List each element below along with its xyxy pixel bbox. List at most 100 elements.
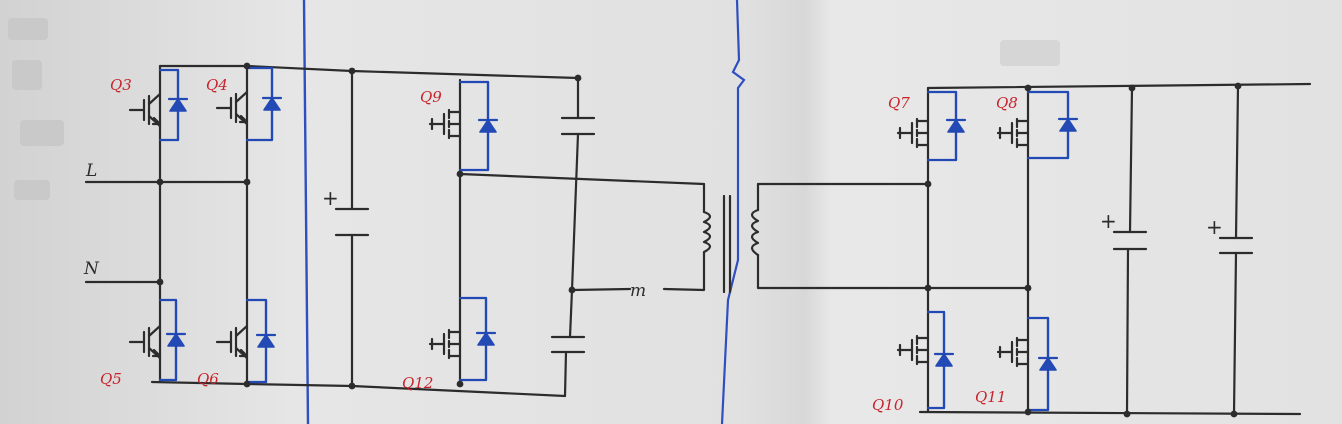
switch-label-q11: Q11 — [975, 388, 1006, 406]
mosfet-terminals — [915, 119, 930, 147]
switch-label-q4: Q4 — [206, 76, 228, 94]
wire-segment — [458, 172, 706, 186]
igbt-gate — [128, 98, 146, 122]
mosfet-symbol — [996, 117, 1030, 149]
diode-triangle — [479, 119, 497, 133]
mosfet-terminals — [1015, 338, 1030, 366]
wire-segment — [570, 287, 632, 292]
switch-label-q6: Q6 — [197, 370, 219, 388]
input-label-neutral: N — [83, 259, 100, 279]
wire-segment — [1234, 84, 1240, 240]
mosfet-symbol — [428, 328, 462, 360]
diode-triangle — [1059, 118, 1077, 132]
diode-triangle — [257, 334, 275, 348]
igbt-arrow — [151, 348, 162, 358]
switch-label-q10: Q10 — [872, 396, 904, 414]
diode-symbol — [475, 296, 497, 382]
junction-dot — [1024, 284, 1032, 292]
wire-segment — [150, 380, 567, 398]
junction-dot — [924, 284, 932, 292]
mosfet-symbol — [896, 117, 930, 149]
fold-line-left — [302, 0, 310, 424]
mosfet-terminals — [447, 330, 462, 358]
junction-dot — [348, 382, 356, 390]
igbt-gate — [215, 96, 233, 120]
capacitor-polarity-mark: + — [322, 186, 339, 210]
mosfet-terminals — [1015, 119, 1030, 147]
switch-label-q8: Q8 — [996, 94, 1018, 112]
igbt-arrow — [151, 116, 162, 126]
input-label-line: L — [85, 161, 97, 181]
junction-dot — [243, 380, 251, 388]
diode-triangle — [263, 97, 281, 111]
junction-dot — [243, 178, 251, 186]
switch-label-q5: Q5 — [100, 370, 122, 388]
diode-symbol — [255, 298, 277, 384]
wire-segment — [1128, 86, 1134, 234]
wire-segment — [926, 82, 1312, 90]
switch-label-q7: Q7 — [888, 94, 910, 112]
transformer-core — [722, 194, 732, 294]
transformer-primary-winding — [702, 210, 712, 256]
junction-dot — [1024, 408, 1032, 416]
diode-triangle — [477, 332, 495, 346]
junction-dots — [156, 62, 1242, 418]
switch-label-q3: Q3 — [110, 76, 132, 94]
transformer-secondary-winding — [750, 208, 760, 257]
switch-label-q9: Q9 — [420, 88, 442, 106]
wire-segment — [563, 350, 568, 398]
junction-dot — [1230, 410, 1238, 418]
junction-dot — [156, 178, 164, 186]
diode-triangle — [935, 353, 953, 367]
junction-dot — [1234, 82, 1242, 90]
igbt-symbol — [215, 324, 249, 360]
transformer — [702, 194, 760, 294]
mosfet-terminals — [915, 336, 930, 364]
fold-line-right — [720, 0, 746, 424]
diode-triangle — [947, 119, 965, 133]
junction-dot — [1123, 410, 1131, 418]
diode-triangle — [169, 98, 187, 112]
junction-dot — [456, 170, 464, 178]
wire-segment — [1125, 247, 1130, 416]
diode-triangle — [167, 333, 185, 347]
diode-symbol — [261, 66, 283, 142]
junction-dot — [924, 180, 932, 188]
component-layer: + + + m — [128, 66, 1254, 412]
mosfet-symbol — [896, 334, 930, 366]
igbt-arrow — [238, 114, 249, 124]
igbt-gate — [128, 330, 146, 354]
resonant-capacitor-top — [560, 116, 596, 136]
wire-segment — [662, 252, 706, 292]
output-capacitor-2: + — [1206, 215, 1254, 255]
diode-symbol — [165, 298, 187, 382]
diode-symbol — [1037, 316, 1059, 412]
junction-dot — [1024, 84, 1032, 92]
junction-dot — [568, 286, 576, 294]
wire-segment — [1232, 251, 1238, 416]
diode-symbol — [167, 68, 189, 142]
junction-dot — [574, 74, 582, 82]
junction-dot — [156, 278, 164, 286]
capacitor-polarity-mark: + — [1100, 209, 1117, 233]
mosfet-terminals — [447, 110, 462, 138]
mosfet-symbol — [428, 108, 462, 140]
diode-symbol — [945, 90, 967, 162]
junction-dot — [243, 62, 251, 70]
junction-dot — [456, 380, 464, 388]
resonant-capacitor-bottom — [550, 335, 586, 354]
igbt-symbol — [128, 324, 162, 360]
resonant-inductor: m — [630, 281, 646, 301]
igbt-symbol — [128, 92, 162, 128]
igbt-symbol — [215, 90, 249, 126]
diode-symbol — [933, 310, 955, 410]
capacitor-polarity-mark: + — [1206, 215, 1223, 239]
igbt-arrow — [238, 348, 249, 358]
paper-bleed-through — [8, 18, 1060, 200]
diode-symbol — [1057, 90, 1079, 160]
output-capacitor-1: + — [1100, 209, 1148, 251]
igbt-gate — [215, 330, 233, 354]
